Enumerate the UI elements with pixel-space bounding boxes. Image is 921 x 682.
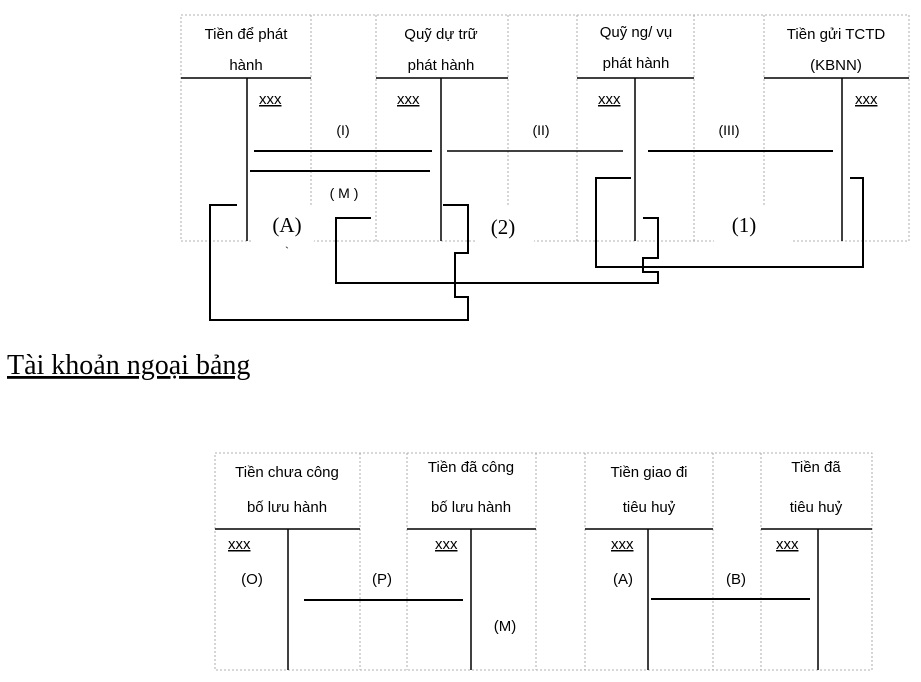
balance-quy-du-tru: xxx bbox=[397, 91, 420, 108]
bottom-t-accounts bbox=[215, 528, 872, 670]
account-tien-da-tieu-huy-title-line2: tiêu huỷ bbox=[790, 499, 843, 516]
account-quy-nghiep-vu-title-line1: Quỹ ng/ vụ bbox=[600, 24, 673, 41]
top-loop-labels: (A) ` (2) (1) bbox=[272, 213, 756, 258]
account-tien-de-phat-hanh-title-line1: Tiền để phát bbox=[205, 26, 289, 43]
top-t-accounts bbox=[181, 77, 909, 241]
account-tien-chua-cong-bo-title-line2: bố lưu hành bbox=[247, 499, 327, 516]
bottom-account-headers: Tiền chưa công bố lưu hành Tiền đã công … bbox=[235, 459, 843, 516]
bottom-flow-labels: (O) (P) (M) (A) (B) bbox=[241, 571, 746, 635]
balance-tien-giao-di-tieu-huy: xxx bbox=[611, 536, 634, 553]
top-grid bbox=[180, 14, 910, 242]
account-tien-da-tieu-huy-title-line1: Tiền đã bbox=[791, 459, 841, 476]
account-quy-du-tru-title-line2: phát hành bbox=[408, 57, 475, 74]
flow-label-I: (I) bbox=[336, 122, 349, 138]
account-tien-da-cong-bo-title-line1: Tiền đã công bbox=[428, 459, 514, 476]
flow-label-B: (B) bbox=[726, 571, 746, 588]
flow-label-III: (III) bbox=[719, 122, 740, 138]
top-flow-labels: (I) (II) (III) ( M ) bbox=[330, 122, 740, 201]
connector-loops bbox=[209, 177, 864, 321]
balance-tien-da-tieu-huy: xxx bbox=[776, 536, 799, 553]
balance-tien-de-phat-hanh: xxx bbox=[259, 91, 282, 108]
top-balances: xxx xxx xxx xxx bbox=[259, 91, 878, 108]
account-tien-giao-di-tieu-huy-title-line1: Tiền giao đi bbox=[611, 464, 688, 481]
account-quy-du-tru-title-line1: Quỹ dự trữ bbox=[404, 26, 477, 43]
top-transfer-lines bbox=[250, 150, 833, 172]
loop-label-2: (2) bbox=[491, 215, 516, 239]
bottom-grid bbox=[214, 452, 873, 671]
balance-quy-nghiep-vu: xxx bbox=[598, 91, 621, 108]
account-tien-de-phat-hanh-title-line2: hành bbox=[229, 57, 262, 74]
loop-label-A: (A) bbox=[272, 213, 301, 237]
loop-label-1: (1) bbox=[732, 213, 757, 237]
flow-label-O: (O) bbox=[241, 571, 263, 588]
account-tien-gui-tctd-title-line1: Tiền gửi TCTD bbox=[787, 26, 886, 43]
account-tien-da-cong-bo-title-line2: bố lưu hành bbox=[431, 499, 511, 516]
flow-label-M-bottom: (M) bbox=[494, 618, 517, 635]
flow-label-M: ( M ) bbox=[330, 185, 359, 201]
flow-label-A-bottom: (A) bbox=[613, 571, 633, 588]
account-quy-nghiep-vu-title-line2: phát hành bbox=[603, 55, 670, 72]
account-tien-giao-di-tieu-huy-title-line2: tiêu huỷ bbox=[623, 499, 676, 516]
flow-label-II: (II) bbox=[532, 122, 549, 138]
bottom-balances: xxx xxx xxx xxx bbox=[228, 536, 799, 553]
balance-tien-chua-cong-bo: xxx bbox=[228, 536, 251, 553]
section-title: Tài khoản ngoại bảng bbox=[7, 350, 250, 381]
bottom-transfer-lines bbox=[304, 598, 810, 601]
balance-tien-gui-tctd: xxx bbox=[855, 91, 878, 108]
flow-label-P: (P) bbox=[372, 571, 392, 588]
account-tien-gui-tctd-title-line2: (KBNN) bbox=[810, 57, 862, 74]
loop-label-A-tick: ` bbox=[285, 244, 289, 258]
account-tien-chua-cong-bo-title-line1: Tiền chưa công bbox=[235, 464, 339, 481]
top-account-headers: Tiền để phát hành Quỹ dự trữ phát hành Q… bbox=[205, 24, 886, 74]
balance-tien-da-cong-bo: xxx bbox=[435, 536, 458, 553]
